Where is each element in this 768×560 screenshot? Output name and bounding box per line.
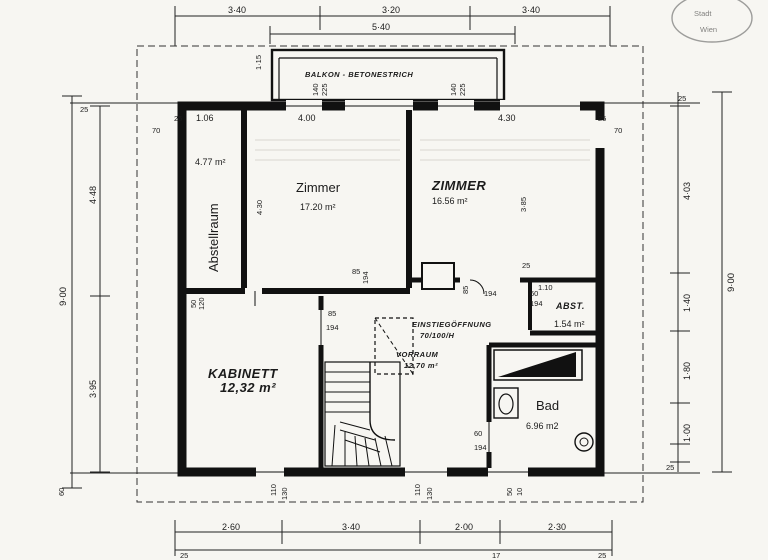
door-b-height: 194 [326, 323, 339, 332]
dim-top-2: 3·20 [382, 5, 400, 15]
window-note-2: 130 [280, 487, 289, 500]
window-note-3: 110 [413, 484, 422, 496]
bad-area: 6.96 m2 [526, 421, 559, 431]
dim-balcony-140a: 140 [311, 83, 320, 96]
dim-left-60: 60 [57, 488, 66, 496]
right-dimension-lines [670, 91, 732, 473]
toilet [574, 432, 594, 452]
door-a-width: 85 [352, 267, 360, 276]
dim-zimmer2-height: 3·85 [519, 197, 528, 212]
bathtub-shading [498, 352, 576, 377]
stair-note-25: 25 [522, 261, 530, 270]
dim-bottom-3: 2·00 [455, 522, 473, 532]
dim-bottom-4: 2·30 [548, 522, 566, 532]
dim-wall-25b: 25 [598, 114, 606, 123]
dim-left-1: 4·48 [88, 186, 98, 204]
einstieg-label-2: 70/100/H [420, 331, 455, 340]
floor-hatching [255, 139, 590, 161]
left-door-height: 120 [197, 297, 206, 310]
dim-bottom-2: 3·40 [342, 522, 360, 532]
door-c-height: 194 [484, 289, 497, 298]
dim-top-1: 3·40 [228, 5, 246, 15]
dim-left-25: 25 [80, 105, 88, 114]
dim-wall-zimmer2: 4.30 [498, 113, 516, 123]
dim-right-1: 4·03 [682, 182, 692, 200]
dim-bottom-1: 2·60 [222, 522, 240, 532]
abstellraum-area: 4.77 m² [195, 157, 226, 167]
abst-width: 1.10 [538, 283, 553, 292]
dim-balcony-225b: 225 [458, 83, 467, 96]
zimmer1-area: 17.20 m² [300, 202, 336, 212]
eave-outline [136, 45, 644, 503]
doors [254, 279, 490, 452]
dim-balcony-left: 1·15 [254, 55, 263, 70]
kabinett-area: 12,32 m² [220, 380, 276, 395]
dim-wall-abstellraum: 1.06 [196, 113, 214, 123]
vorraum-area: 12,70 m² [404, 361, 438, 370]
dim-bottom-25a: 25 [180, 551, 188, 560]
window-note-1: 110 [269, 484, 278, 496]
balcony-label: BALKON - BETONESTRICH [305, 70, 413, 79]
dim-right-total: 9·00 [726, 273, 737, 292]
staircase [324, 317, 414, 467]
dim-zimmer1-height: 4·30 [255, 200, 264, 215]
dim-wall-25a: 25 [174, 114, 182, 123]
bottom-dimension-lines [174, 520, 613, 556]
abst-name: ABST. [555, 301, 585, 311]
sink [493, 387, 519, 419]
stamp-line-1: Stadt [694, 9, 712, 18]
dim-balcony-140b: 140 [449, 83, 458, 96]
door-b-width: 85 [328, 309, 336, 318]
zimmer2-name: ZIMMER [431, 178, 486, 193]
door-d-width: 60 [530, 289, 538, 298]
bathtub [493, 349, 583, 381]
dim-top-balcony: 5·40 [372, 22, 390, 32]
dim-right-2: 1·40 [682, 294, 692, 312]
door-d-height: 194 [530, 299, 543, 308]
vorraum-name: VORRAUM [396, 350, 439, 359]
door-c-width: 85 [461, 286, 470, 294]
abstellraum-name: Abstellraum [206, 203, 221, 272]
stamp-line-2: Wien [700, 25, 717, 34]
zimmer2-area: 16.56 m² [432, 196, 468, 206]
dim-bottom-17: 17 [492, 551, 500, 560]
dim-top-3: 3·40 [522, 5, 540, 15]
window-note-4: 130 [425, 487, 434, 500]
zimmer1-name: Zimmer [296, 180, 341, 195]
door-e-height: 194 [474, 443, 487, 452]
dim-balcony-225a: 225 [320, 83, 329, 96]
left-dimension-lines [62, 95, 110, 489]
door-e-width: 60 [474, 429, 482, 438]
bathroom-fixtures [493, 349, 594, 452]
top-dimension-lines [174, 6, 611, 46]
window-frames [256, 105, 580, 473]
dim-right-3: 1·80 [682, 362, 692, 380]
dim-right-25b: 25 [666, 463, 674, 472]
dim-bottom-25b: 25 [598, 551, 606, 560]
dim-left-2: 3·95 [88, 380, 98, 398]
dim-wall-zimmer1: 4.00 [298, 113, 316, 123]
window-note-5: 50 [505, 488, 514, 496]
bad-name: Bad [536, 398, 559, 413]
dim-wall-70b: 70 [614, 126, 622, 135]
interior-walls [186, 110, 596, 468]
einstieg-label-1: EINSTIEGÖFFNUNG [412, 320, 492, 329]
abst-area: 1.54 m² [554, 319, 585, 329]
door-a-height: 194 [361, 271, 370, 284]
dim-right-25a: 25 [678, 94, 686, 103]
dim-wall-70a: 70 [152, 126, 160, 135]
dim-right-4: 1·00 [682, 424, 692, 442]
kabinett-name: KABINETT [208, 366, 278, 381]
approval-stamp: Stadt Wien [671, 0, 753, 43]
window-note-6: 10 [515, 488, 524, 496]
dim-left-total: 9·00 [58, 287, 69, 306]
left-door-width: 50 [189, 300, 198, 308]
